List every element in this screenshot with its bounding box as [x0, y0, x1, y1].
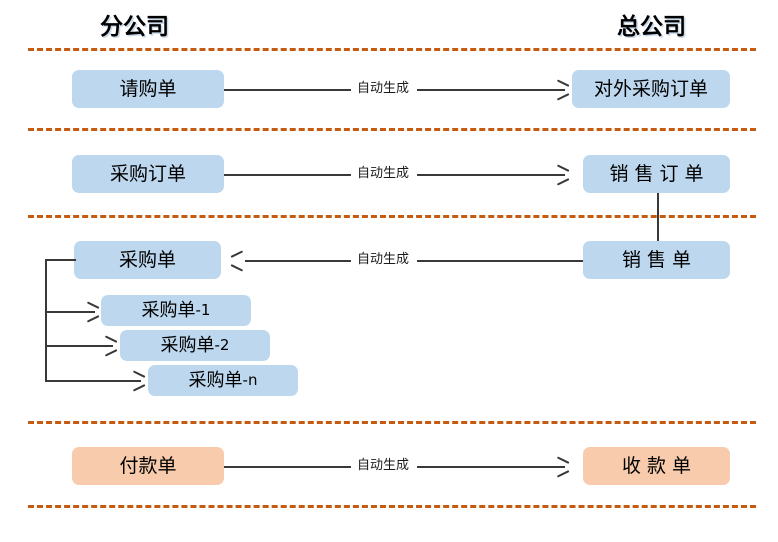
node-purchase-bill[interactable]: 采购单	[74, 241, 221, 279]
separator-line-4	[28, 421, 756, 424]
tree-branch-2	[45, 345, 113, 347]
connector-row1-left	[224, 89, 351, 91]
tree-stub-top	[45, 259, 76, 261]
node-purchase-bill-1[interactable]: 采购单-1	[101, 295, 251, 326]
column-header-branch: 分公司	[100, 14, 169, 40]
node-purchase-order[interactable]: 采购订单	[72, 155, 224, 193]
node-sales-bill[interactable]: 销 售 单	[583, 241, 730, 279]
node-purchase-bill-n-base: 采购单	[188, 369, 243, 391]
node-external-purchase-order[interactable]: 对外采购订单	[572, 70, 730, 108]
edge-label-row1: 自动生成	[353, 81, 414, 97]
node-purchase-bill-2-base: 采购单	[160, 334, 215, 356]
node-purchase-bill-n-suffix: -n	[242, 371, 258, 389]
node-purchase-bill-1-base: 采购单	[141, 299, 196, 321]
node-purchase-bill-1-suffix: -1	[195, 301, 211, 319]
connector-row3-right	[417, 260, 583, 262]
separator-line-1	[28, 48, 756, 51]
connector-row2-left	[224, 174, 351, 176]
connector-row1-right	[417, 89, 565, 91]
tree-branch-n	[45, 380, 141, 382]
separator-line-5	[28, 505, 756, 508]
edge-label-row2: 自动生成	[353, 166, 414, 182]
node-purchase-bill-2[interactable]: 采购单-2	[120, 330, 270, 361]
tree-branch-1	[45, 311, 95, 313]
connector-row2-right	[417, 174, 565, 176]
node-purchase-bill-n[interactable]: 采购单-n	[148, 365, 298, 396]
node-purchase-bill-2-suffix: -2	[214, 336, 230, 354]
connector-row3-left	[245, 260, 351, 262]
edge-label-row3: 自动生成	[353, 252, 414, 268]
edge-label-row4: 自动生成	[353, 458, 414, 474]
tree-trunk	[45, 259, 47, 381]
separator-line-3	[28, 215, 756, 218]
connector-row4-left	[224, 466, 351, 468]
column-header-headquarters: 总公司	[617, 14, 686, 40]
node-purchase-requisition[interactable]: 请购单	[72, 70, 224, 108]
separator-line-2	[28, 128, 756, 131]
node-payment-bill[interactable]: 付款单	[72, 447, 224, 485]
connector-sales-order-to-sales-bill	[657, 193, 659, 241]
node-sales-order[interactable]: 销 售 订 单	[583, 155, 730, 193]
node-receipt-bill[interactable]: 收 款 单	[583, 447, 730, 485]
connector-row4-right	[417, 466, 565, 468]
